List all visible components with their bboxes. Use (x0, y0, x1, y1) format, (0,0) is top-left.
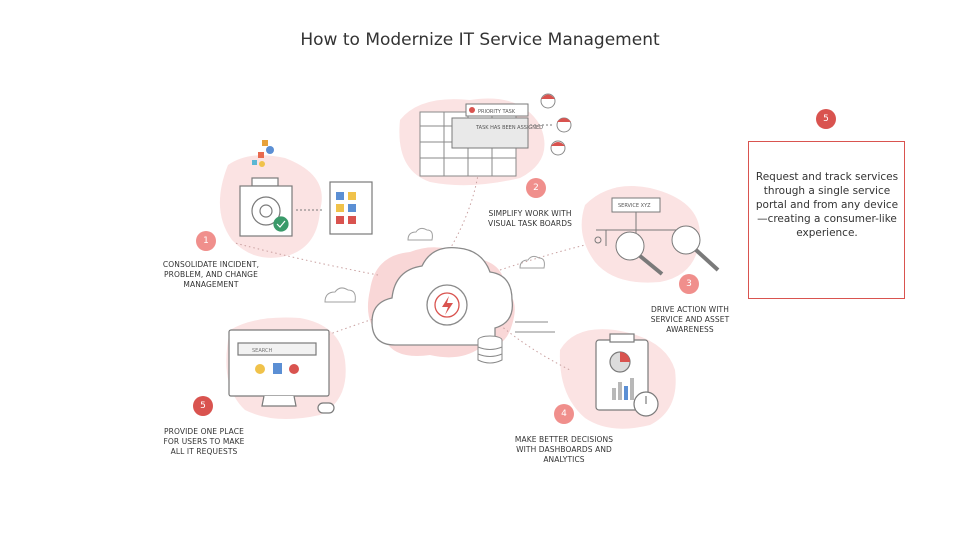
callout-box (748, 141, 905, 299)
shape-cluster-icon (252, 140, 274, 167)
step-label-2: SIMPLIFY WORK WITH VISUAL TASK BOARDS (488, 209, 572, 228)
dashboard-clipboard-icon (595, 333, 659, 417)
step-badge-5: 5 (193, 396, 213, 416)
step-badge-1: 1 (196, 231, 216, 251)
search-text: SEARCH (252, 348, 272, 354)
step-label-5: PROVIDE ONE PLACE FOR USERS TO MAKE ALL … (163, 427, 245, 456)
cloud-icon (371, 246, 555, 364)
monitor-icon (228, 329, 335, 414)
task-assigned-text: TASK HAS BEEN ASSIGNED (475, 125, 543, 131)
task-board-icon (419, 103, 529, 177)
step-badge-4: 4 (554, 404, 574, 424)
avatar-icons (540, 93, 572, 156)
document-stack-icon (329, 181, 373, 235)
gear-machine-icon (239, 177, 293, 237)
step-badge-2: 2 (526, 178, 546, 198)
priority-task-text: PRIORITY TASK (478, 109, 516, 115)
step-label-4: MAKE BETTER DECISIONS WITH DASHBOARDS AN… (514, 435, 614, 464)
service-map-icon (594, 197, 720, 276)
step-badge-3: 3 (679, 274, 699, 294)
page-title: How to Modernize IT Service Management (300, 30, 660, 50)
step-label-3: DRIVE ACTION WITH SERVICE AND ASSET AWAR… (650, 305, 730, 334)
step-label-1: CONSOLIDATE INCIDENT, PROBLEM, AND CHANG… (162, 260, 260, 289)
service-name-text: SERVICE XYZ (618, 203, 651, 209)
callout-badge: 5 (816, 109, 836, 129)
callout-text: Request and track services through a sin… (755, 171, 899, 239)
small-cloud-icons (324, 227, 545, 303)
